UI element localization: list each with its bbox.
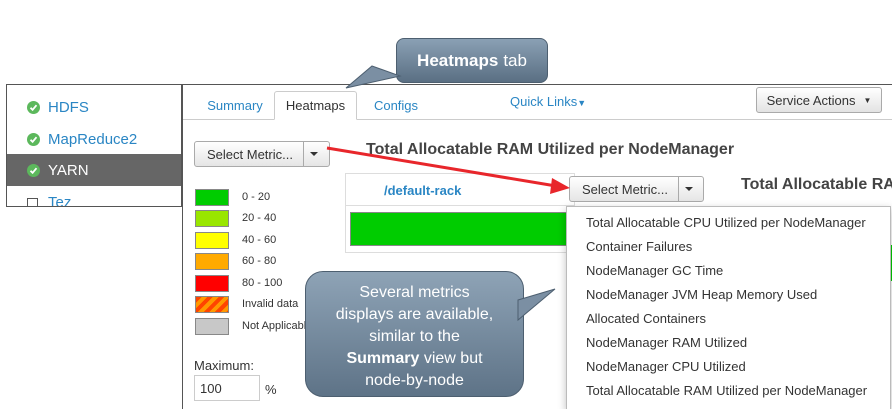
callout-text: view but: [419, 350, 483, 367]
legend-swatch: [195, 231, 229, 249]
caret-down-icon: [677, 177, 700, 201]
maximum-input[interactable]: [194, 375, 260, 401]
callout-line: Several metrics: [359, 284, 470, 301]
select-metric-label: Select Metric...: [582, 181, 668, 197]
main-panel: Summary Heatmaps Configs Quick Links▼ Se…: [182, 84, 892, 409]
quick-links-menu[interactable]: Quick Links▼: [510, 94, 586, 109]
maximum-unit: %: [265, 382, 277, 397]
select-metric-label: Select Metric...: [207, 146, 293, 162]
legend-label: 40 - 60: [242, 234, 277, 246]
tab-configs[interactable]: Configs: [373, 98, 419, 113]
sidebar-item-tez[interactable]: Tez: [7, 186, 181, 207]
callout-line: Summary view but: [306, 348, 523, 370]
check-circle-icon: [27, 163, 40, 177]
legend-swatch: [195, 274, 229, 292]
legend-label: 20 - 40: [242, 212, 277, 224]
legend-item: 20 - 40: [195, 209, 276, 227]
metric-option[interactable]: Container Failures: [586, 239, 693, 254]
legend-item: 60 - 80: [195, 252, 276, 270]
legend-swatch: [195, 295, 229, 313]
metric-option[interactable]: Total Allocatable CPU Utilized per NodeM…: [586, 215, 866, 230]
maximum-label: Maximum:: [194, 358, 254, 373]
legend-item: Invalid data: [195, 295, 298, 313]
caret-down-icon: ▼: [863, 95, 872, 105]
metric-option[interactable]: NodeManager GC Time: [586, 263, 724, 278]
select-metric-dropdown-open[interactable]: Select Metric...: [569, 176, 704, 202]
tabs-divider: [183, 119, 892, 120]
callout-line: node-by-node: [365, 372, 464, 389]
rack-heatmap: /default-rack: [345, 173, 575, 253]
legend-swatch: [195, 252, 229, 270]
legend-label: Not Applicable: [242, 320, 313, 332]
caret-down-icon: [302, 142, 325, 166]
callout-line: similar to the: [369, 328, 460, 345]
service-actions-button[interactable]: Service Actions ▼: [756, 87, 882, 113]
metrics-callout: Several metrics displays are available, …: [305, 271, 524, 397]
legend-item: 40 - 60: [195, 231, 276, 249]
caret-down-icon: ▼: [577, 98, 587, 108]
legend-item: 0 - 20: [195, 188, 270, 206]
legend-swatch: [195, 317, 229, 335]
rack-name: /default-rack: [384, 183, 462, 198]
tab-summary[interactable]: Summary: [207, 98, 263, 113]
heatmap-title-duplicate: Total Allocatable RA: [741, 176, 892, 193]
callout-bold-text: Summary: [346, 350, 420, 367]
laptop-icon: [27, 197, 38, 206]
select-metric-dropdown[interactable]: Select Metric...: [194, 141, 330, 167]
sidebar-item-label: HDFS: [48, 98, 89, 116]
rack-header: /default-rack: [346, 174, 574, 206]
sidebar-item-hdfs[interactable]: HDFS: [7, 91, 181, 123]
sidebar-item-yarn[interactable]: YARN: [7, 154, 181, 186]
node-heat-cell[interactable]: [350, 212, 572, 246]
metric-dropdown-menu: Total Allocatable CPU Utilized per NodeM…: [566, 206, 891, 409]
legend-swatch: [195, 188, 229, 206]
heatmap-title: Total Allocatable RAM Utilized per NodeM…: [366, 141, 735, 158]
service-actions-label: Service Actions: [766, 92, 856, 108]
legend-label: Invalid data: [242, 298, 299, 310]
metric-option[interactable]: NodeManager RAM Utilized: [586, 335, 748, 350]
check-circle-icon: [27, 100, 40, 114]
callout-bold-text: Heatmaps: [417, 50, 499, 70]
legend-label: 60 - 80: [242, 255, 277, 267]
metric-option[interactable]: NodeManager JVM Heap Memory Used: [586, 287, 818, 302]
metric-option[interactable]: NodeManager CPU Utilized: [586, 359, 746, 374]
tab-heatmaps[interactable]: Heatmaps: [274, 91, 357, 120]
metric-option[interactable]: Allocated Containers: [586, 311, 706, 326]
heatmaps-tab-callout: Heatmaps tab: [396, 38, 548, 83]
legend-item: 80 - 100: [195, 274, 282, 292]
quick-links-label: Quick Links: [510, 94, 578, 109]
sidebar-item-label: Tez: [48, 193, 72, 207]
legend-item: Not Applicable: [195, 317, 312, 335]
callout-text: tab: [503, 50, 527, 70]
sidebar-item-label: YARN: [48, 161, 89, 179]
check-circle-icon: [27, 132, 40, 146]
sidebar-item-mapreduce2[interactable]: MapReduce2: [7, 123, 181, 155]
metric-option[interactable]: Total Allocatable RAM Utilized per NodeM…: [586, 383, 868, 398]
legend-label: 0 - 20: [242, 191, 271, 203]
legend-swatch: [195, 209, 229, 227]
sidebar-item-label: MapReduce2: [48, 130, 138, 148]
callout-line: displays are available,: [335, 306, 494, 323]
service-sidebar: HDFS MapReduce2 YARN Tez: [6, 84, 182, 207]
legend-label: 80 - 100: [242, 277, 283, 289]
